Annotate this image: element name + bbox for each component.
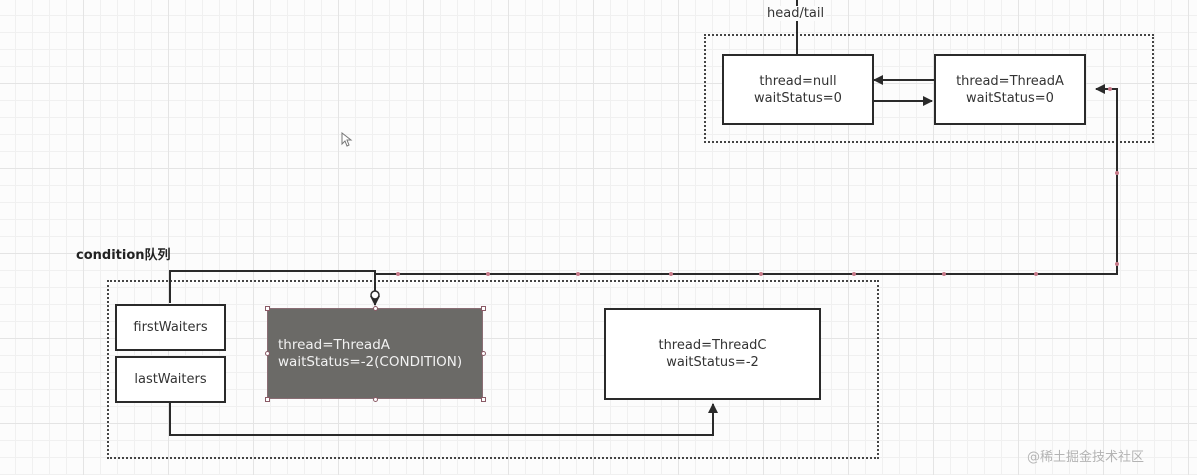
condition-queue-title: condition队列 xyxy=(76,248,171,263)
resize-handle-bottom-right[interactable] xyxy=(481,397,486,402)
sync-node-head[interactable]: thread=null waitStatus=0 xyxy=(722,54,874,125)
resize-handle-left[interactable] xyxy=(265,351,270,356)
node-wait-status: waitStatus=0 xyxy=(966,90,1054,106)
condition-node-thread-a[interactable]: thread=ThreadA waitStatus=-2(CONDITION) xyxy=(267,308,483,399)
last-waiters-label: lastWaiters xyxy=(134,372,207,387)
head-tail-label: head/tail xyxy=(765,6,827,21)
node-wait-status: waitStatus=-2 xyxy=(666,355,759,370)
node-thread: thread=ThreadC xyxy=(658,338,767,353)
condition-queue-group xyxy=(107,280,879,459)
last-waiters-node[interactable]: lastWaiters xyxy=(115,356,226,403)
first-waiters-node[interactable]: firstWaiters xyxy=(115,304,226,351)
resize-handle-bottom-left[interactable] xyxy=(265,397,270,402)
node-wait-status: waitStatus=-2(CONDITION) xyxy=(278,353,463,370)
resize-handle-bottom[interactable] xyxy=(373,397,378,402)
watermark: @稀土掘金技术社区 xyxy=(1027,450,1145,465)
node-wait-status: waitStatus=0 xyxy=(754,90,842,106)
resize-handle-right[interactable] xyxy=(481,351,486,356)
condition-node-thread-c[interactable]: thread=ThreadC waitStatus=-2 xyxy=(604,308,821,400)
first-waiters-label: firstWaiters xyxy=(133,320,208,335)
node-thread: thread=null xyxy=(759,73,837,89)
node-thread: thread=ThreadA xyxy=(956,73,1064,89)
node-thread: thread=ThreadA xyxy=(278,336,391,353)
resize-handle-top-left[interactable] xyxy=(265,306,270,311)
resize-handle-top[interactable] xyxy=(373,306,378,311)
sync-node-thread-a[interactable]: thread=ThreadA waitStatus=0 xyxy=(934,54,1086,125)
mouse-cursor-icon xyxy=(341,132,353,147)
resize-handle-top-right[interactable] xyxy=(481,306,486,311)
